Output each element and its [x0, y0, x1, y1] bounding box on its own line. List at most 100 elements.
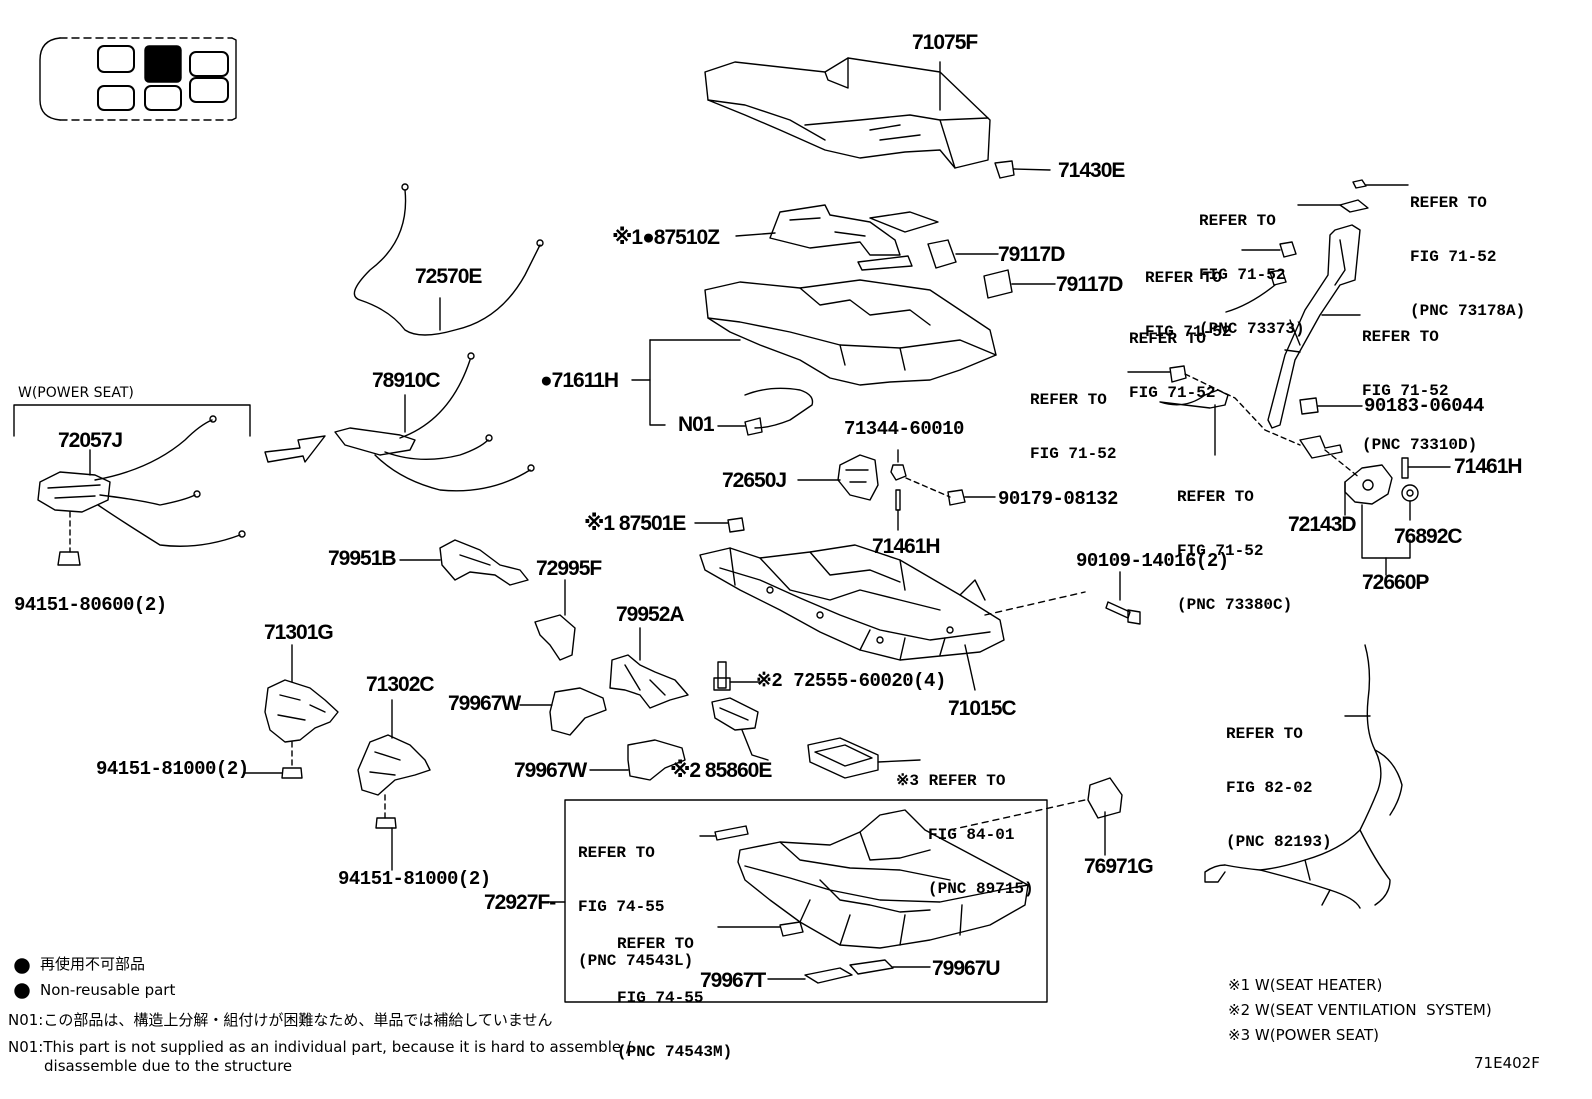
pad-79117D-b: [983, 269, 1013, 299]
part-label[interactable]: 71075F: [912, 31, 978, 54]
ref-line: (PNC 82193): [1226, 833, 1332, 851]
refer-to-82193[interactable]: REFER TO FIG 82-02 (PNC 82193): [1226, 689, 1332, 869]
seat-frame-71015C: [699, 544, 1086, 691]
cable-72570E: [353, 183, 544, 336]
part-label[interactable]: 71461H: [1454, 455, 1523, 478]
wire-harness-82193: [1204, 644, 1403, 909]
bolt-72555-60020: [713, 661, 761, 691]
part-label[interactable]: 94151-81000(2): [338, 868, 491, 890]
ref-line: (PNC 73178A): [1410, 302, 1526, 320]
refer-to-73178A[interactable]: REFER TO FIG 71-52 (PNC 73178A): [1410, 158, 1525, 338]
part-label[interactable]: ※1 87501E: [584, 512, 686, 535]
part-label[interactable]: 71344-60010: [844, 418, 964, 440]
ref-line: REFER TO: [1410, 194, 1487, 212]
part-label[interactable]: 72143D: [1288, 513, 1357, 536]
part-label[interactable]: 71301G: [264, 621, 334, 644]
arrow-icon: [264, 435, 326, 463]
refer-to-73380C[interactable]: REFER TO FIG 71-52 (PNC 73380C): [1177, 452, 1292, 632]
refer-to-74543L[interactable]: REFER TO FIG 74-55 (PNC 74543L): [578, 808, 693, 988]
part-label[interactable]: 71461H: [872, 535, 941, 558]
part-label[interactable]: 94151-80600(2): [14, 594, 167, 616]
part-label[interactable]: 79951B: [328, 547, 397, 570]
ref-line: (PNC 73380C): [1177, 596, 1293, 614]
power-seat-bracket: [13, 404, 251, 437]
part-label[interactable]: 90179-08132: [998, 488, 1118, 510]
bracket-72995F: [534, 579, 576, 661]
duct-79967W-b: [589, 739, 686, 781]
footnote-3: ※3 W(POWER SEAT): [1228, 1026, 1380, 1044]
part-label[interactable]: 72570E: [415, 265, 482, 288]
diagram-code: 71E402F: [1474, 1054, 1540, 1072]
ref-line: REFER TO: [617, 935, 694, 953]
refer-to-74543M[interactable]: REFER TO FIG 74-55 (PNC 74543M): [617, 899, 732, 1079]
pad-79117D-a: [927, 239, 957, 269]
part-label[interactable]: N01: [678, 413, 715, 436]
duct-79967W-a: [519, 687, 607, 736]
part-label[interactable]: 72927F-: [484, 891, 556, 914]
refer-to-71-52[interactable]: REFER TO FIG 71-52: [1030, 355, 1116, 481]
ref-line: REFER TO: [578, 844, 655, 862]
ref-line: FIG 71-52: [1177, 542, 1264, 560]
ref-line: FIG 71-52: [1030, 445, 1117, 463]
ref-line: REFER TO: [1145, 269, 1222, 287]
pad-79967U: [849, 959, 894, 975]
part-label[interactable]: 79117D: [998, 243, 1065, 266]
ref-line: REFER TO: [1177, 488, 1254, 506]
part-label[interactable]: 79967T: [700, 969, 766, 992]
refer-to-89715[interactable]: ※3 REFER TO FIG 84-01 (PNC 89715): [896, 736, 1034, 916]
part-label[interactable]: ●71611H: [540, 369, 619, 392]
part-label[interactable]: 76892C: [1394, 525, 1463, 548]
part-label[interactable]: ※1●87510Z: [612, 226, 720, 249]
ref-line: REFER TO: [1226, 725, 1303, 743]
part-label[interactable]: ※2 72555-60020(4): [756, 670, 946, 692]
ref-line: FIG 71-52: [1145, 323, 1232, 341]
ref-line: (PNC 89715): [928, 880, 1034, 898]
part-label[interactable]: 72995F: [536, 557, 602, 580]
part-label[interactable]: 90183-06044: [1364, 395, 1484, 417]
part-label[interactable]: 79967W: [514, 759, 587, 782]
part-label[interactable]: 94151-81000(2): [96, 758, 249, 780]
refer-to-73373[interactable]: REFER TO FIG 71-52 (PNC 73373): [1199, 176, 1305, 356]
refer-to-71-52[interactable]: REFER TO FIG 71-52: [1129, 294, 1215, 420]
part-label[interactable]: 72057J: [58, 429, 123, 452]
nonreusable-dot-icon: [14, 983, 30, 999]
part-label[interactable]: 71302C: [366, 673, 435, 696]
nonreusable-dot-icon: [14, 958, 30, 974]
ref-line: FIG 71-52: [1410, 248, 1497, 266]
ref-line: FIG 74-55: [617, 989, 704, 1007]
part-87501E: [727, 517, 745, 533]
cushion-cover-shape: [704, 57, 991, 169]
pad-74543M: [779, 921, 804, 937]
ref-line: REFER TO: [1362, 328, 1439, 346]
part-label[interactable]: 76971G: [1084, 855, 1154, 878]
legend-en: Non-reusable part: [40, 981, 176, 999]
refer-to-71-52[interactable]: REFER TO FIG 71-52: [1145, 233, 1231, 359]
ref-line: (PNC 73310D): [1362, 436, 1478, 454]
ref-line: FIG 74-55: [578, 898, 665, 916]
bracket-72650J: [797, 449, 996, 531]
part-label[interactable]: 78910C: [372, 369, 441, 392]
part-label[interactable]: 79967W: [448, 692, 521, 715]
bracket-79952A: [609, 627, 689, 709]
ref-line: FIG 71-52: [1129, 384, 1216, 402]
part-label[interactable]: ※2 85860E: [670, 759, 772, 782]
cushion-under-72927F: [737, 809, 1029, 949]
part-label[interactable]: 79952A: [616, 603, 685, 626]
part-label[interactable]: 72660P: [1362, 571, 1429, 594]
n01-note-en-2: disassemble due to the structure: [44, 1057, 293, 1075]
part-label[interactable]: 71430E: [1058, 159, 1125, 182]
leader-71611H: [631, 339, 741, 426]
seat-heater-shape: [735, 204, 939, 271]
n01-note-en: N01:This part is not supplied as an indi…: [8, 1038, 631, 1056]
bracket-76971G: [949, 777, 1123, 856]
part-label[interactable]: 79117D: [1056, 273, 1123, 296]
part-label[interactable]: 72650J: [722, 469, 787, 492]
cover-71301G: [243, 644, 339, 779]
refer-to-73310D[interactable]: REFER TO FIG 71-52 (PNC 73310D): [1362, 292, 1477, 472]
part-label[interactable]: 90109-14016(2): [1076, 550, 1229, 572]
part-label[interactable]: 79967U: [932, 957, 1001, 980]
footnote-2: ※2 W(SEAT VENTILATION SYSTEM): [1228, 1001, 1492, 1019]
part-label[interactable]: 71015C: [948, 697, 1017, 720]
